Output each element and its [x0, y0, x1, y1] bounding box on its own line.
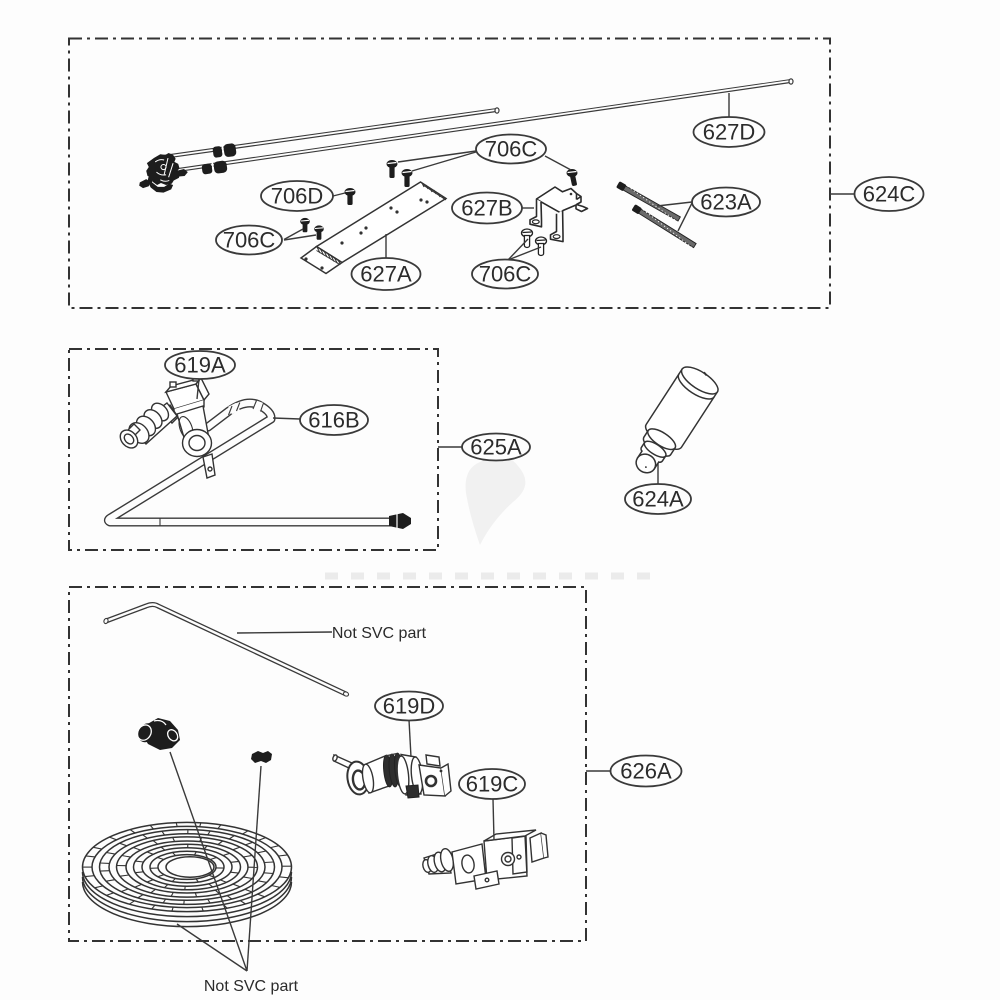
svg-text:Not SVC part: Not SVC part: [204, 978, 299, 995]
svg-text:Not SVC part: Not SVC part: [332, 625, 427, 642]
svg-text:624A: 624A: [632, 487, 684, 512]
svg-text:619A: 619A: [174, 353, 226, 378]
svg-text:706C: 706C: [479, 262, 532, 287]
svg-text:616B: 616B: [308, 408, 359, 433]
svg-text:626A: 626A: [620, 759, 672, 784]
svg-text:623A: 623A: [700, 190, 752, 215]
svg-text:627B: 627B: [461, 196, 512, 221]
svg-text:706C: 706C: [485, 137, 538, 162]
svg-text:625A: 625A: [470, 435, 522, 460]
svg-text:627D: 627D: [703, 120, 756, 145]
svg-text:706D: 706D: [271, 184, 324, 209]
svg-text:619D: 619D: [383, 694, 436, 719]
svg-text:624C: 624C: [863, 182, 916, 207]
svg-text:627A: 627A: [360, 262, 412, 287]
svg-text:619C: 619C: [466, 772, 519, 797]
svg-text:706C: 706C: [223, 228, 276, 253]
